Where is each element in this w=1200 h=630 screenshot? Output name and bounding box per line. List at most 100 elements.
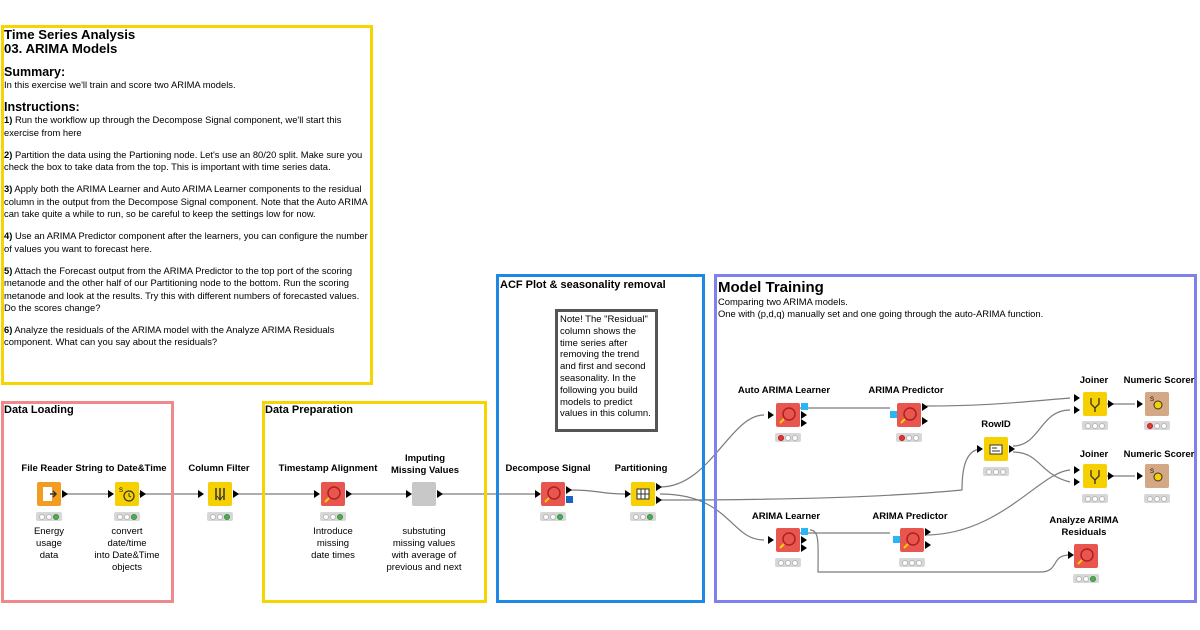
string-to-date-status xyxy=(114,512,140,521)
auto-arima-learner-out-port-2[interactable] xyxy=(801,419,807,427)
timestamp-alignment-label: Timestamp Alignment xyxy=(278,463,378,474)
joiner-bottom-label: Joiner xyxy=(1079,449,1109,460)
column-filter-out-port[interactable] xyxy=(233,490,239,498)
numeric-scorer-top-label: Numeric Scorer xyxy=(1123,375,1195,386)
joiner-top-in-port-1[interactable] xyxy=(1074,394,1080,402)
instruction-step-3: 3) Apply both the ARIMA Learner and Auto… xyxy=(4,183,368,220)
column-filter-icon xyxy=(215,488,225,501)
arima-predictor-bottom-status xyxy=(899,558,925,567)
decompose-model-port[interactable] xyxy=(566,496,573,503)
data-preparation-annotation xyxy=(262,401,487,603)
auto-arima-learner-in-port[interactable] xyxy=(768,411,774,419)
arima-predictor-bottom-model-in[interactable] xyxy=(893,536,900,543)
imputing-desc: substuting missing values with average o… xyxy=(386,526,462,573)
string-to-date-desc: convert date/time into Date&Time objects xyxy=(94,526,160,573)
numeric-scorer-top-node[interactable]: S xyxy=(1145,392,1169,416)
arima-learner-node[interactable] xyxy=(776,528,800,552)
column-filter-node[interactable] xyxy=(208,482,232,506)
arima-learner-model-port[interactable] xyxy=(801,528,808,535)
numeric-scorer-bottom-label: Numeric Scorer xyxy=(1123,449,1195,460)
file-reader-node[interactable] xyxy=(37,482,61,506)
imputing-out-port[interactable] xyxy=(437,490,443,498)
timestamp-alignment-node[interactable] xyxy=(321,482,345,506)
joiner-bottom-out-port[interactable] xyxy=(1108,472,1114,480)
instruction-step-6: 6) Analyze the residuals of the ARIMA mo… xyxy=(4,324,335,348)
arima-predictor-top-node[interactable] xyxy=(897,403,921,427)
svg-text:S: S xyxy=(119,488,123,494)
imputing-in-port[interactable] xyxy=(406,490,412,498)
auto-arima-learner-model-port[interactable] xyxy=(801,403,808,410)
decompose-node[interactable] xyxy=(541,482,565,506)
string-to-date-node[interactable]: S xyxy=(115,482,139,506)
joiner-top-out-port[interactable] xyxy=(1108,400,1114,408)
arima-predictor-bottom-label: ARIMA Predictor xyxy=(872,511,948,522)
arima-predictor-bottom-node[interactable] xyxy=(900,528,924,552)
arima-predictor-top-model-in[interactable] xyxy=(890,411,897,418)
numeric-scorer-bottom-node[interactable]: S xyxy=(1145,464,1169,488)
joiner-top-node[interactable] xyxy=(1083,392,1107,416)
arima-learner-out-port-2[interactable] xyxy=(801,544,807,552)
analyze-residuals-in-port[interactable] xyxy=(1068,551,1074,559)
joiner-top-in-port-2[interactable] xyxy=(1074,406,1080,414)
instruction-step-2: 2) Partition the data using the Partioni… xyxy=(4,148,363,173)
joiner-bottom-in-port-1[interactable] xyxy=(1074,466,1080,474)
auto-arima-learner-node[interactable] xyxy=(776,403,800,427)
rowid-status xyxy=(983,467,1009,476)
timestamp-alignment-status xyxy=(320,512,346,521)
file-reader-out-port[interactable] xyxy=(62,490,68,498)
component-icon xyxy=(1077,548,1094,565)
timestamp-alignment-out-port[interactable] xyxy=(346,490,352,498)
string-to-date-label: String to Date&Time xyxy=(75,463,167,474)
data-loading-title: Data Loading xyxy=(4,404,74,416)
rowid-in-port[interactable] xyxy=(977,445,983,453)
string-to-date-out-port[interactable] xyxy=(140,490,146,498)
arima-predictor-top-out-port-1[interactable] xyxy=(922,403,928,411)
workflow-title: Time Series Analysis xyxy=(4,27,136,42)
timestamp-alignment-in-port[interactable] xyxy=(314,490,320,498)
arima-predictor-bottom-out-port-1[interactable] xyxy=(925,528,931,536)
join-icon xyxy=(1090,398,1100,412)
arima-learner-label: ARIMA Learner xyxy=(751,511,821,522)
numeric-scorer-top-in-port[interactable] xyxy=(1137,400,1143,408)
imputing-label: Imputing Missing Values xyxy=(390,453,460,476)
partitioning-out-port-1[interactable] xyxy=(656,483,662,491)
partitioning-in-port[interactable] xyxy=(625,490,631,498)
data-preparation-title: Data Preparation xyxy=(265,404,354,416)
analyze-residuals-node[interactable] xyxy=(1074,544,1098,568)
imputing-node[interactable] xyxy=(412,482,436,506)
decompose-in-port[interactable] xyxy=(535,490,541,498)
instruction-step-4: 4) Use an ARIMA Predictor component afte… xyxy=(4,230,368,254)
rowid-node[interactable] xyxy=(984,437,1008,461)
analyze-residuals-status xyxy=(1073,574,1099,583)
column-filter-status xyxy=(207,512,233,521)
arima-predictor-bottom-out-port-2[interactable] xyxy=(925,541,931,549)
numeric-scorer-top-status xyxy=(1144,421,1170,430)
joiner-bottom-node[interactable] xyxy=(1083,464,1107,488)
auto-arima-learner-out-port-1[interactable] xyxy=(801,411,807,419)
workflow-subtitle: 03. ARIMA Models xyxy=(4,41,118,56)
partitioning-node[interactable] xyxy=(631,482,655,506)
scorer-icon: S xyxy=(1150,469,1163,482)
instructions-text: Time Series Analysis 03. ARIMA Models Su… xyxy=(4,28,368,359)
column-filter-in-port[interactable] xyxy=(198,490,204,498)
model-training-title: Model Training xyxy=(718,279,824,296)
arima-predictor-top-out-port-2[interactable] xyxy=(922,417,928,425)
rowid-out-port[interactable] xyxy=(1009,445,1015,453)
column-filter-label: Column Filter xyxy=(188,463,250,474)
decompose-label: Decompose Signal xyxy=(505,463,591,474)
arima-learner-out-port-1[interactable] xyxy=(801,536,807,544)
decompose-out-port[interactable] xyxy=(566,486,572,494)
join-icon xyxy=(1090,470,1100,484)
numeric-scorer-bottom-in-port[interactable] xyxy=(1137,472,1143,480)
arima-learner-in-port[interactable] xyxy=(768,536,774,544)
string-to-date-in-port[interactable] xyxy=(108,490,114,498)
arima-learner-status xyxy=(775,558,801,567)
acf-title: ACF Plot & seasonality removal xyxy=(500,279,666,291)
auto-arima-learner-status xyxy=(775,433,801,442)
partition-table-icon xyxy=(636,488,650,500)
joiner-bottom-in-port-2[interactable] xyxy=(1074,478,1080,486)
partitioning-out-port-2[interactable] xyxy=(656,496,662,504)
joiner-top-status xyxy=(1082,421,1108,430)
instructions-heading: Instructions: xyxy=(4,100,80,115)
